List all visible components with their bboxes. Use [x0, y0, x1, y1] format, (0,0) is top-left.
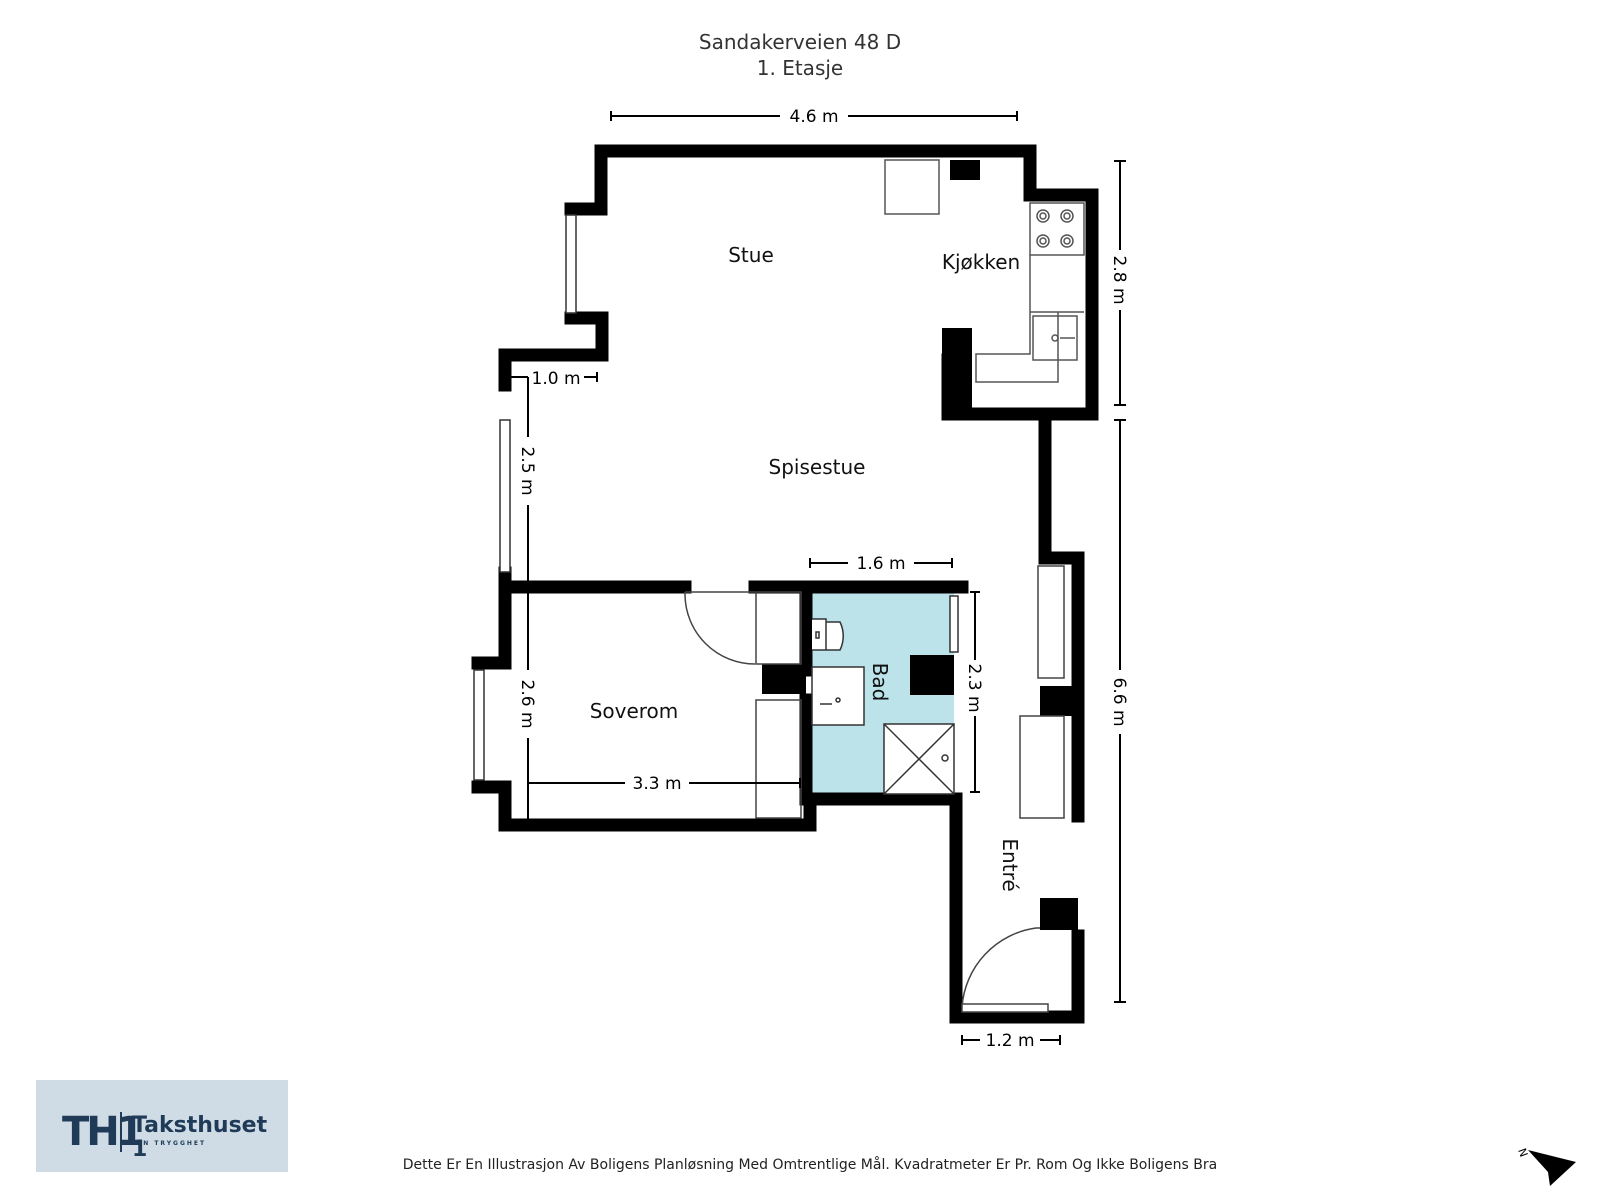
logo-mark: TH1	[62, 1109, 145, 1155]
room-labels: Stue Kjøkken Spisestue Soverom Bad Entré	[590, 243, 1022, 892]
logo-tagline: DIN TRYGGHET	[132, 1140, 207, 1147]
wall-left-bed	[471, 780, 817, 832]
entre-closet-upper	[1037, 565, 1065, 679]
entre-fixtures	[961, 565, 1065, 1013]
stove-icon	[1029, 202, 1085, 256]
front-door-icon	[961, 927, 1048, 1008]
bathroom-fixtures	[811, 618, 955, 795]
plan-address: Sandakerveien 48 D	[698, 30, 902, 54]
logo-name: Taksthuset 1	[132, 1113, 268, 1162]
wall-entre-right	[1038, 413, 1085, 823]
dim-top-width: 4.6 m	[790, 107, 839, 127]
room-label-stue: Stue	[728, 243, 774, 267]
kitchen-fixtures	[884, 159, 1085, 383]
toilet-icon	[812, 618, 844, 651]
room-label-bad: Bad	[868, 663, 892, 702]
wardrobe	[755, 591, 802, 665]
windows	[473, 214, 959, 781]
kitchen-cabinet	[884, 159, 940, 215]
threshold	[961, 1003, 1049, 1013]
room-label-kjokken: Kjøkken	[942, 250, 1020, 274]
wall-left-upper	[564, 144, 608, 216]
bedroom-fixtures	[684, 591, 802, 819]
window-bad	[949, 595, 959, 653]
dim-entre-height: 6.6 m	[1109, 678, 1129, 727]
bedroom-closet	[755, 699, 802, 819]
window-soverom	[473, 669, 485, 781]
dim-bedroom-width: 3.3 m	[633, 774, 682, 794]
plan-floor: 1. Etasje	[756, 56, 844, 80]
disclaimer-text: Dette Er En Illustrasjon Av Boligens Pla…	[402, 1157, 1218, 1173]
bath-sink-icon	[811, 666, 865, 726]
wall-blocks	[762, 160, 1078, 930]
entre-closet-lower	[1019, 715, 1065, 819]
dim-bedroom-height: 2.6 m	[517, 680, 537, 729]
wall-entre-left	[949, 792, 1085, 1024]
room-label-spisestue: Spisestue	[769, 455, 866, 479]
compass-icon: N	[1515, 1147, 1576, 1186]
compass-label: N	[1515, 1147, 1530, 1159]
kitchen-counter	[975, 255, 1084, 383]
window-stue	[565, 214, 577, 314]
wall-left-upper-2	[498, 311, 609, 392]
dimension-labels: 4.6 m 2.8 m 6.6 m 1.0 m 2.5 m 2.6 m 1.6 …	[517, 107, 1129, 1051]
wall-top	[594, 144, 1037, 202]
dim-bath-width: 1.6 m	[857, 554, 906, 574]
dim-dining-height: 2.5 m	[517, 447, 537, 496]
logo-divider	[120, 1112, 122, 1152]
dim-entre-width: 1.2 m	[986, 1031, 1035, 1051]
dim-bath-height: 2.3 m	[964, 664, 984, 713]
dim-kitchen-height: 2.8 m	[1109, 256, 1129, 305]
bedroom-door-icon	[684, 591, 756, 665]
room-label-soverom: Soverom	[590, 699, 679, 723]
walls	[471, 144, 1099, 1024]
window-spisestue	[499, 419, 511, 573]
company-logo: TH1 Taksthuset 1 DIN TRYGGHET	[36, 1080, 288, 1172]
dimension-lines	[507, 111, 1126, 1045]
room-label-entre: Entré	[998, 838, 1022, 891]
compass-arrow	[1528, 1150, 1576, 1186]
dim-niche-width: 1.0 m	[532, 369, 581, 389]
sink-icon	[1032, 315, 1078, 361]
wall-left-dining	[471, 566, 512, 670]
